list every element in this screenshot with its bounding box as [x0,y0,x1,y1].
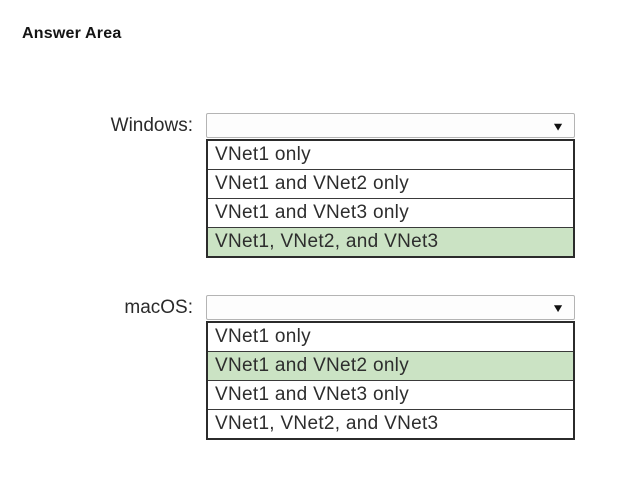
dropdown-option[interactable]: VNet1 and VNet2 only [208,169,573,198]
chevron-down-icon: ▼ [551,118,565,133]
page-title: Answer Area [22,25,122,42]
chevron-down-icon: ▼ [551,300,565,315]
macos-dropdown-combobox[interactable]: ▼ [206,295,575,320]
dropdown-option-selected-answer[interactable]: VNet1, VNet2, and VNet3 [208,227,573,256]
dropdown-option[interactable]: VNet1 only [208,323,573,351]
windows-dropdown-options-list: VNet1 only VNet1 and VNet2 only VNet1 an… [206,139,575,258]
windows-dropdown-label: Windows: [110,115,193,136]
windows-dropdown-combobox[interactable]: ▼ [206,113,575,138]
macos-dropdown-arrow-button[interactable]: ▼ [542,296,574,319]
macos-dropdown-label: macOS: [124,297,193,318]
dropdown-option-selected-answer[interactable]: VNet1 and VNet2 only [208,351,573,380]
dropdown-option[interactable]: VNet1 and VNet3 only [208,380,573,409]
dropdown-option[interactable]: VNet1 only [208,141,573,169]
macos-dropdown-options-list: VNet1 only VNet1 and VNet2 only VNet1 an… [206,321,575,440]
dropdown-option[interactable]: VNet1, VNet2, and VNet3 [208,409,573,438]
windows-dropdown-arrow-button[interactable]: ▼ [542,114,574,137]
dropdown-option[interactable]: VNet1 and VNet3 only [208,198,573,227]
